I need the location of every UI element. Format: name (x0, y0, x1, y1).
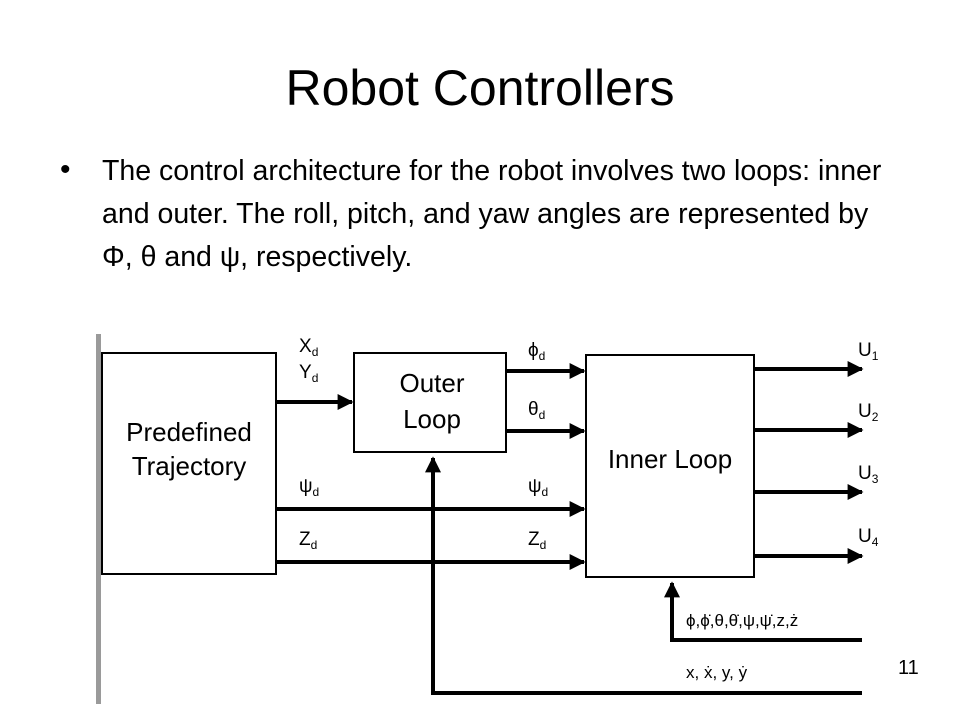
yd-label: Yd (299, 362, 318, 385)
outer-loop-block (353, 352, 507, 453)
bullet-text: The control architecture for the robot i… (102, 155, 882, 273)
u3-label: U3 (858, 463, 879, 486)
phi-d-sym: ϕ (528, 340, 539, 361)
outer-label-line1: Outer (399, 368, 464, 398)
yd-sym: Y (299, 362, 312, 383)
u1-sub: 1 (872, 349, 879, 363)
psi-d-label-right: ψd (528, 476, 548, 499)
phi-d-label: ϕd (528, 340, 545, 363)
theta-d-sym: θ (528, 399, 539, 420)
xd-sym: X (299, 336, 312, 357)
z-d-sub-left: d (311, 538, 318, 552)
control-architecture-diagram: Predefined Trajectory Outer Loop Inner L… (96, 334, 886, 704)
u1-label: U1 (858, 340, 879, 363)
psi-d-sym-right: ψ (528, 476, 542, 497)
predefined-trajectory-block (101, 352, 277, 575)
inner-label: Inner Loop (608, 444, 732, 474)
outer-label-line2: Loop (403, 404, 461, 434)
phi-d-sub: d (539, 349, 546, 363)
psi-d-sub-right: d (542, 485, 549, 499)
inner-feedback-path (664, 581, 862, 642)
u4-label: U4 (858, 526, 879, 549)
u3-sym: U (858, 463, 872, 484)
u3-sub: 3 (872, 472, 879, 486)
u4-sym: U (858, 526, 872, 547)
yd-sub: d (312, 371, 319, 385)
psi-d-sym-left: ψ (299, 476, 313, 497)
frame-left-edge (96, 334, 101, 704)
outer-feedback-path (425, 456, 862, 695)
bullet-marker: • (60, 153, 71, 186)
slide-title: Robot Controllers (285, 60, 675, 116)
z-d-label-right: Zd (528, 529, 546, 552)
xd-label: Xd (299, 336, 318, 359)
z-d-sym-left: Z (299, 529, 311, 550)
u2-label: U2 (858, 401, 879, 424)
trajectory-label-line1: Predefined (126, 417, 252, 447)
u2-sym: U (858, 401, 872, 422)
outer-feedback-label: x, ẋ, y, ẏ (686, 663, 748, 682)
u4-sub: 4 (872, 535, 879, 549)
inner-feedback-label: ϕ,ϕ̇,θ,θ̇,ψ,ψ̇,z,ż (686, 611, 798, 630)
psi-d-sub-left: d (313, 485, 320, 499)
inner-loop-block (585, 354, 755, 578)
z-d-label-left: Zd (299, 529, 317, 552)
slide-number: 11 (898, 657, 919, 679)
u1-sym: U (858, 340, 872, 361)
u2-sub: 2 (872, 410, 879, 424)
xd-sub: d (312, 345, 319, 359)
theta-d-sub: d (539, 408, 546, 422)
z-d-sym-right: Z (528, 529, 540, 550)
z-d-sub-right: d (540, 538, 547, 552)
psi-d-label-left: ψd (299, 476, 319, 499)
trajectory-label-line2: Trajectory (132, 451, 247, 481)
theta-d-label: θd (528, 399, 545, 422)
